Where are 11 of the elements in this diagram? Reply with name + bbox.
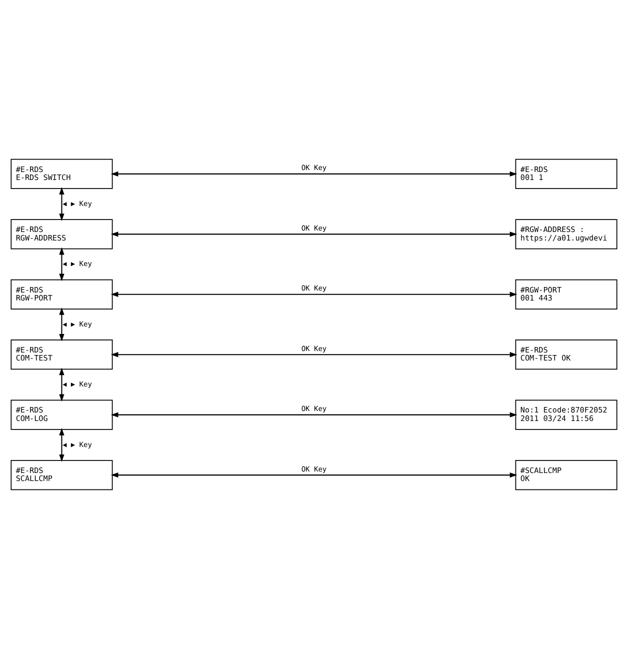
arrow (59, 187, 64, 221)
arrow (110, 472, 518, 478)
arrow (110, 292, 518, 297)
arrow (59, 428, 64, 462)
arrow (110, 171, 518, 177)
arrow (59, 247, 64, 282)
arrow (59, 308, 64, 342)
arrow (110, 352, 518, 358)
arrow (110, 232, 518, 237)
arrow (110, 412, 518, 418)
arrow (59, 368, 64, 402)
